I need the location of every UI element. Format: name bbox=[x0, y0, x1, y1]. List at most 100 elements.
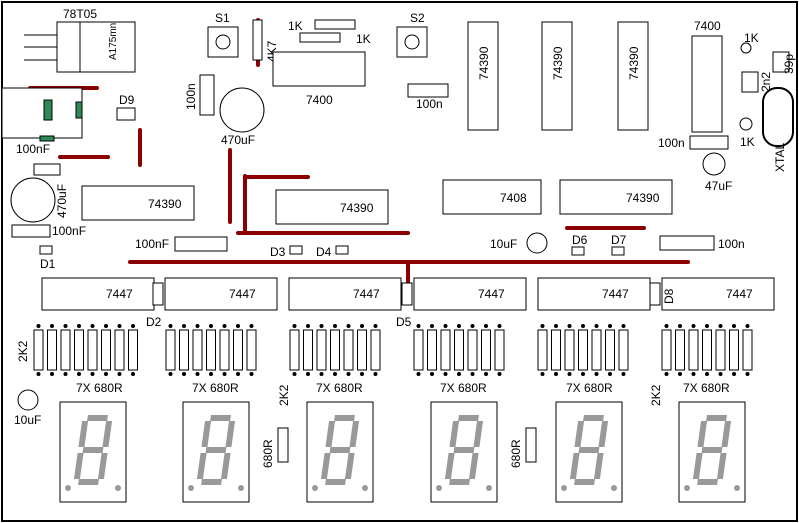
svg-text:100n: 100n bbox=[416, 97, 443, 111]
svg-text:470uF: 470uF bbox=[55, 184, 69, 218]
svg-text:100n: 100n bbox=[718, 237, 745, 251]
ic-74390-v1: 74390 bbox=[467, 21, 499, 131]
ic-74390-right: 74390 bbox=[559, 179, 673, 215]
cap-10u-mid: 10uF bbox=[490, 232, 548, 254]
svg-text:74390: 74390 bbox=[148, 197, 182, 211]
array-resistor bbox=[578, 329, 588, 371]
resistor-1k-right-top: 1K bbox=[740, 31, 759, 54]
crystal-xtal: XTAL bbox=[762, 87, 794, 172]
array-resistor bbox=[715, 329, 726, 371]
svg-text:10uF: 10uF bbox=[490, 237, 517, 251]
array-resistor bbox=[219, 329, 230, 371]
array-resistor bbox=[413, 329, 424, 371]
svg-text:7447: 7447 bbox=[726, 287, 753, 301]
seven-segment-display bbox=[678, 401, 746, 503]
array-resistor bbox=[316, 329, 327, 371]
svg-text:7408: 7408 bbox=[500, 191, 527, 205]
array-resistor bbox=[114, 329, 125, 371]
svg-text:D9: D9 bbox=[119, 93, 135, 107]
array-resistor bbox=[729, 329, 739, 371]
array-resistor bbox=[179, 329, 189, 371]
array-resistor bbox=[564, 329, 575, 371]
svg-text:74390: 74390 bbox=[340, 201, 374, 215]
cap-47u: 47uF bbox=[702, 152, 732, 193]
array-resistor bbox=[742, 329, 753, 371]
ic-74390-left: 74390 bbox=[81, 185, 195, 221]
svg-text:74390: 74390 bbox=[627, 46, 641, 80]
svg-text:7X 680R: 7X 680R bbox=[192, 381, 239, 395]
array-resistor bbox=[661, 329, 672, 371]
cap-39p: 39p bbox=[772, 51, 796, 74]
svg-text:74390: 74390 bbox=[626, 191, 660, 205]
svg-text:7400: 7400 bbox=[694, 19, 721, 33]
reg-label: 78T05 bbox=[63, 7, 97, 21]
svg-text:7400: 7400 bbox=[306, 93, 333, 107]
array-resistor bbox=[343, 329, 354, 371]
svg-text:7447: 7447 bbox=[478, 287, 505, 301]
diode-d3: D3 bbox=[270, 245, 303, 259]
diode-d4: D4 bbox=[316, 245, 349, 259]
svg-text:2K2: 2K2 bbox=[16, 340, 30, 362]
cap-100nf-low: 100nF bbox=[135, 236, 228, 252]
cap-100n-b: 100n bbox=[407, 83, 449, 111]
power-jack bbox=[1, 87, 83, 142]
array-resistor bbox=[101, 329, 111, 371]
ic-7408: 7408 bbox=[442, 179, 542, 215]
svg-text:D7: D7 bbox=[611, 233, 627, 247]
ic-7400-right: 7400 bbox=[691, 19, 723, 133]
ic-7400-top: 7400 bbox=[272, 51, 366, 107]
svg-text:1K: 1K bbox=[288, 19, 303, 33]
svg-text:1K: 1K bbox=[744, 31, 759, 45]
svg-text:7447: 7447 bbox=[229, 287, 256, 301]
svg-text:74390: 74390 bbox=[551, 46, 565, 80]
ic-74390-center: 74390 bbox=[275, 189, 389, 225]
svg-text:470uF: 470uF bbox=[221, 133, 255, 147]
svg-text:100nF: 100nF bbox=[16, 142, 50, 156]
array-resistor bbox=[74, 329, 84, 371]
resistor-arrays bbox=[33, 324, 753, 376]
array-resistor bbox=[206, 329, 216, 371]
diode-d7: D7 bbox=[611, 233, 627, 256]
resistor-array-labels: 7X 680R 7X 680R 7X 680R 7X 680R 7X 680R … bbox=[76, 381, 730, 395]
switch-s2: S2 bbox=[396, 11, 428, 58]
array-resistor bbox=[128, 329, 138, 371]
svg-text:7447: 7447 bbox=[106, 287, 133, 301]
array-resistor bbox=[675, 329, 685, 371]
array-resistor bbox=[440, 329, 451, 371]
svg-text:7X 680R: 7X 680R bbox=[316, 381, 363, 395]
resistor-2k2-labels: 2K2 2K2 2K2 bbox=[16, 340, 663, 406]
regulator-78t05: 78T05 A175mn bbox=[24, 7, 136, 73]
array-resistor bbox=[289, 329, 300, 371]
svg-text:D2: D2 bbox=[146, 315, 162, 329]
array-resistor bbox=[357, 329, 367, 371]
array-resistor bbox=[688, 329, 699, 371]
array-resistor bbox=[330, 329, 340, 371]
cap-100n-g: 100n bbox=[659, 235, 745, 251]
array-resistor bbox=[87, 329, 98, 371]
array-resistor bbox=[427, 329, 437, 371]
cap-10u-bottom: 10uF bbox=[14, 389, 41, 427]
reg-sub-label: A175mn bbox=[108, 23, 119, 60]
resistor-1k-right-bottom: 1K bbox=[739, 117, 755, 149]
seven-segment-display bbox=[306, 401, 374, 503]
resistor-1k-top: 1K 1K bbox=[288, 19, 371, 46]
ic-74390-v3: 74390 bbox=[617, 21, 649, 131]
seven-segment-displays bbox=[59, 401, 746, 503]
svg-text:D5: D5 bbox=[396, 315, 412, 329]
ic-7447-row: 7447 7447 7447 7447 7447 7447 bbox=[41, 277, 775, 311]
svg-text:1K: 1K bbox=[740, 135, 755, 149]
svg-text:7X 680R: 7X 680R bbox=[566, 381, 613, 395]
array-resistor bbox=[60, 329, 71, 371]
array-resistor bbox=[494, 329, 505, 371]
svg-text:D1: D1 bbox=[40, 257, 56, 271]
cap-470u-b: 470uF bbox=[10, 177, 69, 223]
array-resistor bbox=[605, 329, 615, 371]
svg-text:7447: 7447 bbox=[602, 287, 629, 301]
diode-d6: D6 bbox=[571, 233, 588, 256]
array-resistor bbox=[537, 329, 548, 371]
cap-2n2: 2n2 bbox=[741, 71, 773, 93]
diode-d1: D1 bbox=[39, 245, 56, 271]
svg-text:100nF: 100nF bbox=[135, 237, 169, 251]
array-resistor bbox=[165, 329, 176, 371]
